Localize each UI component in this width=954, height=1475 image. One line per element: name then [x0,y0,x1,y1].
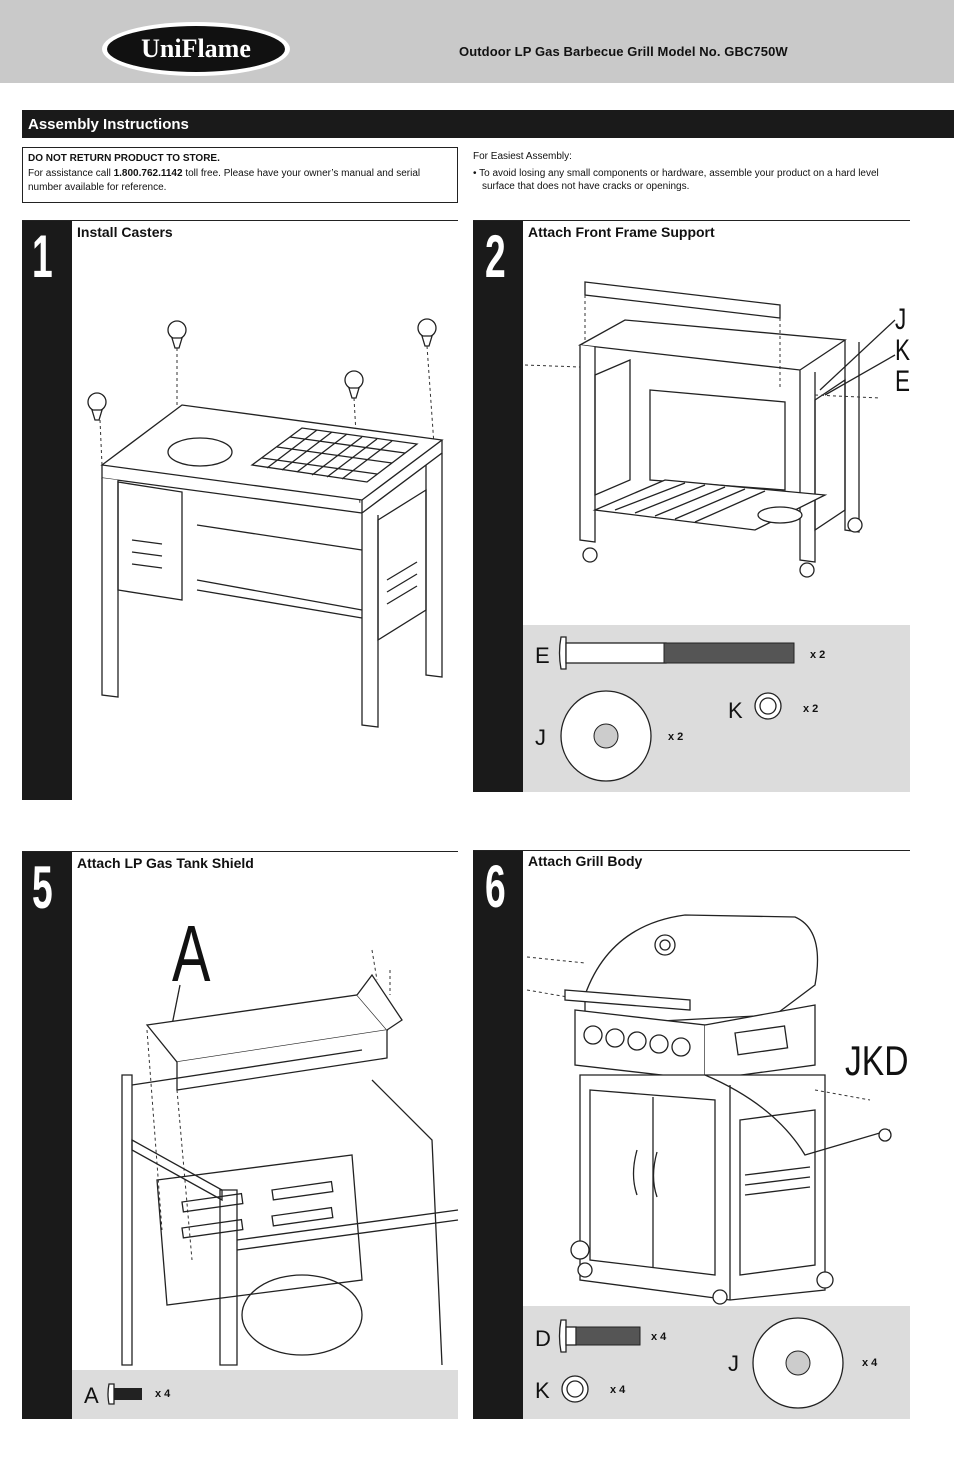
hardware-label-d: D [535,1326,551,1351]
step-1-number: 1 [32,223,53,290]
step-1-number-bar: 1 [22,221,72,800]
step-5-hardware-box: A x 4 [72,1370,458,1419]
step-6-number: 6 [485,853,506,920]
step-2-title: Attach Front Frame Support [528,224,715,240]
screw-a-icon [107,1383,142,1405]
hardware-qty-e: x 2 [810,649,826,661]
hardware-label-j: J [535,725,546,750]
lock-washer-k-icon [754,692,782,720]
section-banner: Assembly Instructions [22,110,954,138]
step-5-shield-illustration [121,949,459,1366]
hardware-qty-j: x 2 [668,731,684,743]
section-title: Assembly Instructions [28,116,189,133]
step-1-panel [22,220,458,801]
hardware-qty-a: x 4 [155,1388,171,1400]
flat-washer-j-icon [752,1317,844,1409]
step-6-callouts: JKD [845,1037,909,1084]
easiest-heading: For Easiest Assembly: [473,151,572,162]
step-6-number-bar: 6 [473,851,523,1419]
hardware-label-j6: J [728,1351,739,1376]
step-1-cart-illustration [87,318,444,728]
step-5-title: Attach LP Gas Tank Shield [77,855,254,871]
front-frame-support [584,281,781,319]
hardware-label-k6: K [535,1378,550,1403]
hardware-qty-k: x 2 [803,703,819,715]
easiest-bullet: • To avoid losing any small components o… [473,168,879,192]
caster-icon [87,318,437,506]
step-2-frame-illustration [524,281,896,578]
step-5-callout: A [172,909,211,998]
uniflame-logo: UniFlame [100,20,292,83]
notice-box: DO NOT RETURN PRODUCT TO STORE. For assi… [22,147,458,203]
step-5-panel [22,851,458,1420]
notice-text: For assistance call 1.800.762.1142 toll … [28,168,421,193]
step-6-grill-illustration [526,914,892,1305]
phone-number: 1.800.762.1142 [113,168,183,179]
flat-washer-j-icon [560,690,652,782]
step-2-hardware-box: E x 2 K x 2 J x 2 [523,625,910,792]
easiest-assembly: For Easiest Assembly: • To avoid losing … [473,150,913,193]
step-6-panel [473,850,910,1420]
header-title: Outdoor LP Gas Barbecue Grill Model No. … [459,44,788,59]
step-2-number-bar: 2 [473,221,523,792]
notice-heading: DO NOT RETURN PRODUCT TO STORE. [28,153,220,164]
hardware-qty-d: x 4 [651,1331,667,1343]
step-5-number-bar: 5 [22,852,72,1419]
step-6-hardware-box: D x 4 K x 4 J x 4 [523,1306,910,1419]
hardware-label-a: A [84,1383,99,1408]
lock-washer-k-icon [561,1375,589,1403]
step-2-panel [473,220,910,793]
bolt-d-icon [558,1319,641,1353]
step-5-number: 5 [32,854,53,921]
hardware-label-k: K [728,698,743,723]
hardware-qty-k6: x 4 [610,1384,626,1396]
bolt-e-icon [558,636,795,670]
step-6-title: Attach Grill Body [528,853,643,869]
grill-lid [584,914,819,1026]
hardware-label-e: E [535,643,550,668]
brand-text: UniFlame [141,34,251,63]
step-2-number: 2 [485,223,506,290]
hardware-qty-j6: x 4 [862,1357,878,1369]
step-1-title: Install Casters [77,224,173,240]
